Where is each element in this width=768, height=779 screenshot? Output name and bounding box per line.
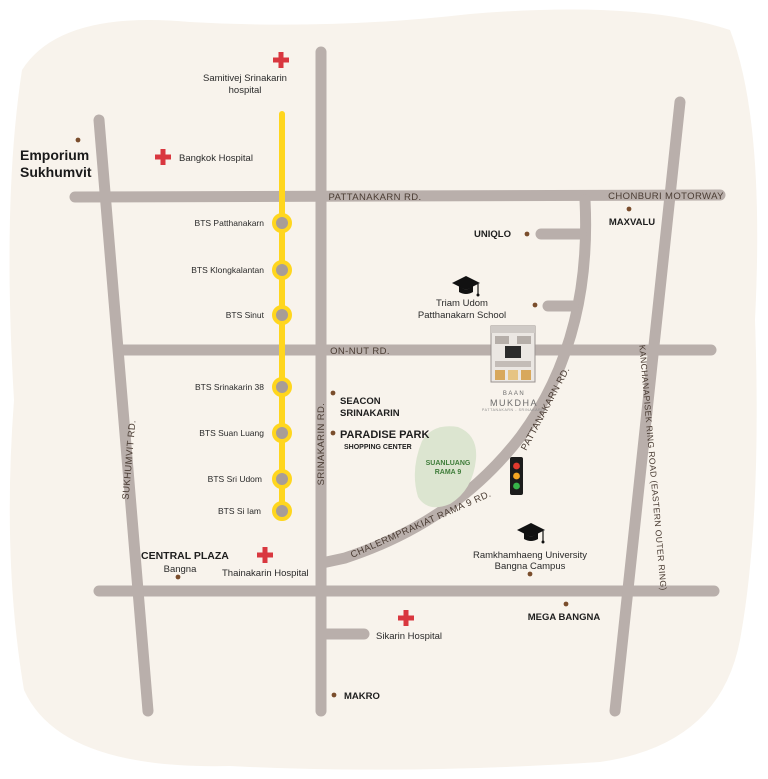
- label-thainakarin: Thainakarin Hospital: [222, 568, 309, 579]
- road-label-chonburi: CHONBURI MOTORWAY: [608, 191, 724, 202]
- baan-mukdha-building-icon: [490, 325, 536, 383]
- park-label-2: RAMA 9: [435, 469, 462, 476]
- label-maxvalu: MAXVALU: [609, 217, 655, 228]
- poi-dot-central: [175, 574, 181, 580]
- label-samitivej-2: hospital: [229, 85, 262, 96]
- station-marker-si-iam[interactable]: [272, 501, 292, 521]
- station-label-klongkalantan: BTS Klongkalantan: [191, 265, 264, 275]
- poi-dot-seacon: [330, 390, 336, 396]
- label-triam-2: Patthanakarn School: [418, 310, 506, 321]
- poi-dots: [75, 137, 632, 698]
- label-seacon-1: SEACON: [340, 396, 381, 407]
- suanluang-rama9-park: [414, 426, 477, 508]
- station-marker-sri-udom[interactable]: [272, 469, 292, 489]
- label-makro: MAKRO: [344, 691, 380, 702]
- brand-name: MUKDHA: [490, 398, 538, 408]
- label-sikarin: Sikarin Hospital: [376, 631, 442, 642]
- poi-dot-ramkhamhaeng: [527, 571, 533, 577]
- brand-name-top: BAAN: [503, 391, 525, 397]
- station-marker-sinut[interactable]: [272, 305, 292, 325]
- poi-dot-makro: [331, 692, 337, 698]
- label-samitivej-1: Samitivej Srinakarin: [203, 73, 287, 84]
- station-labels: BTS Patthanakarn BTS Klongkalantan BTS S…: [191, 218, 264, 516]
- label-mega-bangna: MEGA BANGNA: [528, 612, 601, 623]
- station-label-patthanakarn: BTS Patthanakarn: [195, 218, 265, 228]
- road-label-on-nut: ON-NUT RD.: [330, 346, 390, 357]
- label-emporium-2: Sukhumvit: [20, 164, 92, 180]
- road-pattanakarn: [69, 189, 726, 203]
- red-cross-icon: [257, 547, 273, 563]
- poi-dot-mega-bangna: [563, 601, 569, 607]
- road-label-srinakarin: SRINAKARIN RD.: [316, 403, 327, 486]
- label-seacon-2: SRINAKARIN: [340, 408, 400, 419]
- traffic-light-icon: [510, 457, 523, 495]
- label-triam-1: Triam Udom: [436, 298, 488, 309]
- red-cross-icon: [398, 610, 414, 626]
- road-kanchanapisek: [609, 96, 686, 717]
- poi-dot-emporium: [75, 137, 81, 143]
- red-cross-icon: [273, 52, 289, 68]
- station-label-si-iam: BTS Si Iam: [218, 506, 261, 516]
- label-ramkhamhaeng-2: Bangna Campus: [495, 561, 566, 572]
- label-central-2: Bangna: [164, 564, 197, 575]
- label-paradise-1: PARADISE PARK: [340, 429, 429, 441]
- station-marker-patthanakarn[interactable]: [272, 213, 292, 233]
- station-label-srinakarin-38: BTS Srinakarin 38: [195, 382, 264, 392]
- bts-stations: [272, 213, 292, 521]
- road-network: [69, 46, 726, 717]
- graduation-cap-icon: [517, 523, 545, 544]
- station-label-sinut: BTS Sinut: [226, 310, 265, 320]
- station-label-suan-luang: BTS Suan Luang: [199, 428, 264, 438]
- road-sukhumvit: [93, 114, 154, 717]
- road-pattanakarn-diagonal: [316, 194, 592, 569]
- label-central-1: CENTRAL PLAZA: [141, 550, 229, 562]
- label-ramkhamhaeng-1: Ramkhamhaeng University: [473, 550, 587, 561]
- poi-dot-uniqlo: [524, 231, 530, 237]
- poi-dot-triam: [532, 302, 538, 308]
- label-emporium-1: Emporium: [20, 147, 89, 163]
- hospital-icons: [155, 52, 414, 626]
- label-bangkok-hospital: Bangkok Hospital: [179, 153, 253, 164]
- label-paradise-2: SHOPPING CENTER: [344, 444, 412, 451]
- station-marker-klongkalantan[interactable]: [272, 260, 292, 280]
- station-marker-srinakarin-38[interactable]: [272, 377, 292, 397]
- red-cross-icon: [155, 149, 171, 165]
- station-marker-suan-luang[interactable]: [272, 423, 292, 443]
- park-label-1: SUANLUANG: [426, 460, 471, 467]
- graduation-cap-icon: [452, 276, 480, 297]
- poi-dot-paradise: [330, 430, 336, 436]
- label-uniqlo: UNIQLO: [474, 229, 511, 240]
- brand-subtitle: PATTANAKARN - SRINAKARIN: [482, 408, 546, 412]
- station-label-sri-udom: BTS Sri Udom: [208, 474, 262, 484]
- poi-dot-maxvalu: [626, 206, 632, 212]
- road-label-pattanakarn: PATTANAKARN RD.: [328, 192, 421, 203]
